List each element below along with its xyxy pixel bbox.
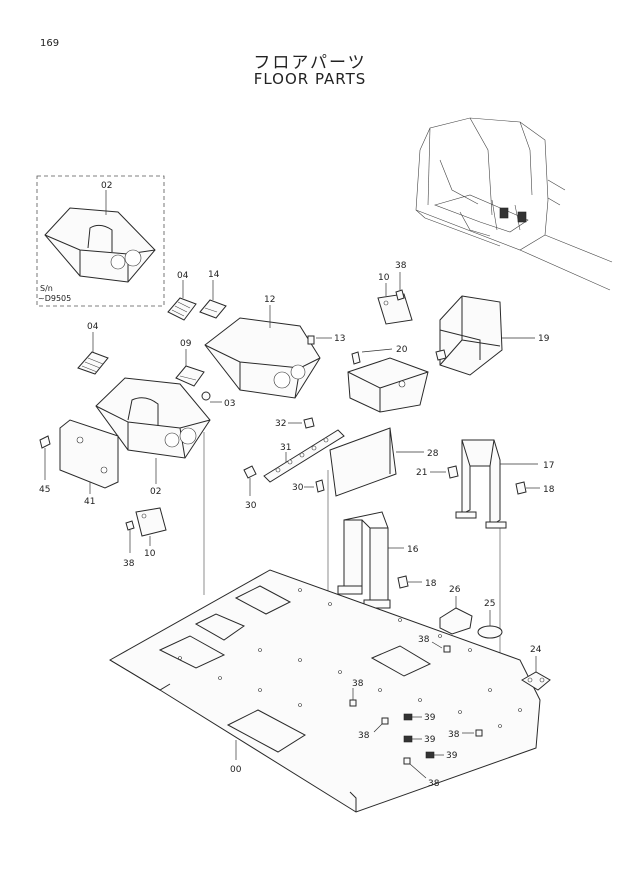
part-label: 04 [177,271,189,281]
part-label: 10 [378,273,390,283]
part-label: 32 [275,419,286,429]
part-label: 38 [352,679,364,689]
part-label: 39 [424,735,436,745]
part-label: 19 [538,334,550,344]
part-label: 30 [292,483,304,493]
part-label: 13 [334,334,345,344]
part-label: 25 [484,599,495,609]
part-label: 28 [427,449,439,459]
part-label: 18 [425,579,437,589]
part-17-stand: 17 21 18 [416,439,555,529]
part-label: 20 [396,345,408,355]
duct-grilles: 04 14 04 09 [77,270,227,387]
part-label: 21 [416,468,427,478]
part-label: 24 [530,645,542,655]
part-label: 38 [428,779,440,789]
part-31-bracket-bar: 31 32 30 30 28 [243,417,439,511]
part-label: 30 [245,501,257,511]
part-label: 14 [208,270,220,280]
part-label: 31 [280,443,291,453]
part-00-floor-plate: 00 [109,569,541,813]
part-label: 02 [150,487,161,497]
cab-illustration [415,117,613,291]
part-16-legs: 16 18 40 [320,511,437,612]
page-title: FLOOR PARTS [253,70,367,88]
part-label: 26 [449,585,461,595]
floor-fasteners: 38 38 38 38 38 39 39 39 [349,635,483,789]
part-label: 41 [84,497,95,507]
part-label: 38 [395,261,407,271]
part-label: 38 [358,731,370,741]
part-label: 18 [543,485,555,495]
part-label: 39 [424,713,436,723]
part-label: 00 [230,765,242,775]
part-label: 38 [448,730,460,740]
part-label: 03 [224,399,235,409]
serial-note-line2: ~D9505 [38,294,71,303]
part-label: 38 [123,559,135,569]
part-label: 04 [87,322,99,332]
part-label: 39 [446,751,458,761]
part-label: 16 [407,545,419,555]
page-title-japanese: フロアパーツ [253,53,367,73]
part-19-bracket: 19 20 [347,295,550,413]
part-label: 45 [39,485,50,495]
part-10-plate-right: 10 38 [377,261,413,325]
page-number: 169 [40,38,60,49]
floor-mounts: 26 25 24 [439,585,551,691]
part-label: 17 [543,461,554,471]
part-label: 12 [264,295,275,305]
inset-box: 02 S/n ~D9505 [36,175,165,307]
part-02-duct: 02 41 45 03 [39,377,235,507]
part-label: 02 [101,181,112,191]
part-12-housing: 12 13 [204,295,345,399]
part-label: 10 [144,549,156,559]
part-label: 38 [418,635,430,645]
part-label: 09 [180,339,192,349]
part-10-plate-left: 38 10 [123,507,167,569]
serial-note-line1: S/n [40,284,53,293]
